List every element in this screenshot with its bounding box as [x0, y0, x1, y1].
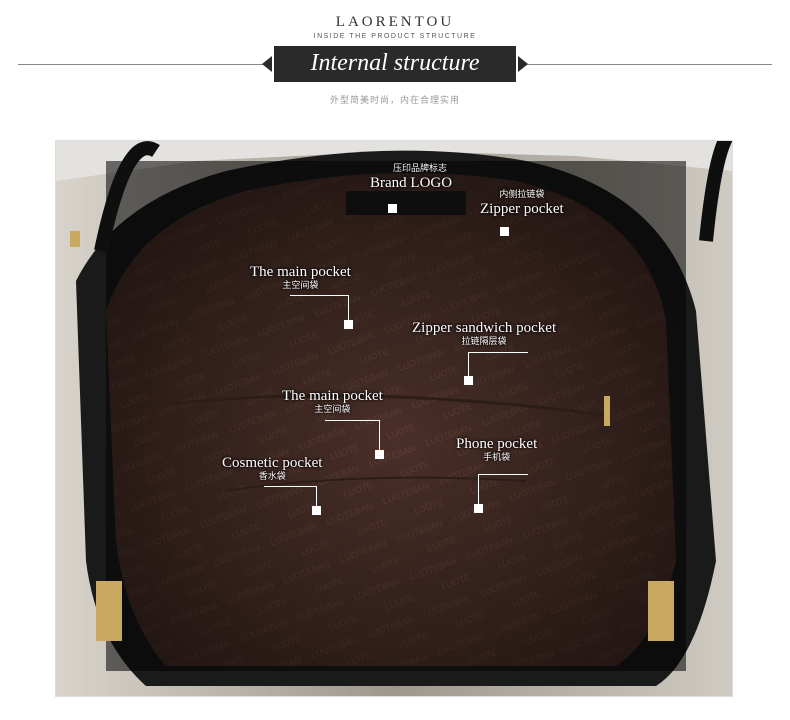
leader-main-pocket-top-v [348, 295, 349, 320]
label-cosmetic-pocket-en: Cosmetic pocket [222, 455, 323, 471]
label-main-pocket-top-en: The main pocket [250, 264, 351, 280]
leader-cosmetic-pocket-v [316, 486, 317, 506]
label-cosmetic-pocket-cn: 香水袋 [258, 472, 286, 482]
marker-zipper-sandwich [464, 376, 473, 385]
label-brand-logo: 压印品牌标志 Brand LOGO [370, 163, 452, 191]
label-phone-pocket-en: Phone pocket [456, 436, 538, 452]
marker-cosmetic-pocket [312, 506, 321, 515]
label-zipper-sandwich-cn: 拉链隔层袋 [461, 337, 507, 347]
leader-cosmetic-pocket [264, 486, 316, 487]
leader-main-pocket-top [290, 295, 348, 296]
tagline: 外型简美时尚，内在合理实用 [329, 96, 460, 106]
divider-right [520, 64, 772, 65]
brand-subtitle: INSIDE THE PRODUCT STRUCTURE [313, 33, 477, 40]
marker-zipper-pocket [500, 227, 509, 236]
label-main-pocket-top: The main pocket 主空间袋 [250, 264, 351, 292]
page-header: LAORENTOU INSIDE THE PRODUCT STRUCTURE I… [0, 0, 790, 130]
label-main-pocket-mid: The main pocket 主空间袋 [282, 388, 383, 416]
bag-interior-photo: LUOTEBAN LUOTE [55, 140, 733, 697]
label-phone-pocket: Phone pocket 手机袋 [456, 436, 537, 464]
label-main-pocket-mid-cn: 主空间袋 [314, 405, 351, 415]
leader-phone-pocket [478, 474, 528, 475]
label-zipper-sandwich: Zipper sandwich pocket 拉链隔层袋 [412, 320, 556, 348]
label-cosmetic-pocket: Cosmetic pocket 香水袋 [222, 455, 322, 483]
label-brand-logo-cn: 压印品牌标志 [393, 164, 448, 174]
marker-main-pocket-mid [375, 450, 384, 459]
label-main-pocket-top-cn: 主空间袋 [282, 281, 319, 291]
section-banner: Internal structure [262, 44, 528, 84]
label-zipper-pocket: 内侧拉链袋 Zipper pocket [480, 189, 564, 217]
leader-zipper-sandwich-v [468, 352, 469, 377]
marker-brand-logo [388, 204, 397, 213]
label-zipper-pocket-en: Zipper pocket [480, 201, 564, 217]
bag-illustration: LUOTEBAN LUOTE [56, 141, 732, 696]
label-zipper-sandwich-en: Zipper sandwich pocket [412, 320, 557, 336]
label-main-pocket-mid-en: The main pocket [282, 388, 383, 404]
leader-phone-pocket-v [478, 474, 479, 504]
label-brand-logo-en: Brand LOGO [370, 175, 453, 191]
section-title: Internal structure [310, 50, 480, 76]
leader-main-pocket-mid [325, 420, 379, 421]
brand-name: LAORENTOU [335, 14, 455, 30]
label-zipper-pocket-cn: 内侧拉链袋 [499, 190, 545, 200]
label-phone-pocket-cn: 手机袋 [483, 453, 511, 463]
marker-main-pocket-top [344, 320, 353, 329]
marker-phone-pocket [474, 504, 483, 513]
leader-zipper-sandwich [468, 352, 528, 353]
leader-main-pocket-mid-v [379, 420, 380, 450]
divider-left [18, 64, 268, 65]
